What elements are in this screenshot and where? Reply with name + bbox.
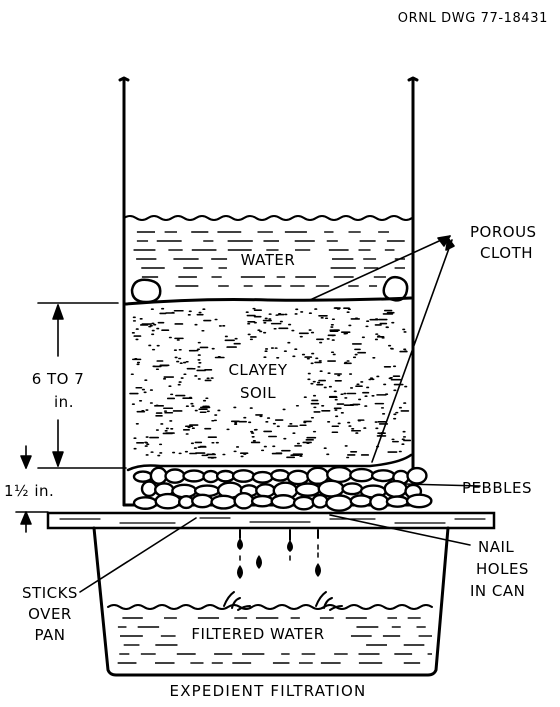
- sticks-label-line2: OVER: [28, 605, 72, 623]
- pebble: [215, 469, 236, 483]
- water-ripples: [133, 231, 405, 287]
- pebble: [250, 494, 274, 508]
- pebble: [311, 493, 329, 509]
- pan: [92, 526, 450, 677]
- soil-depth-dimension: [37, 302, 127, 469]
- porous-cloth-upper: [124, 296, 413, 306]
- pebble: [210, 494, 237, 510]
- pebble: [154, 492, 182, 510]
- soil-depth-label-line2: in.: [54, 393, 74, 411]
- nail-holes-label-line3: IN CAN: [470, 582, 525, 600]
- pebble-depth-dimension: [15, 445, 49, 533]
- pebble: [406, 466, 428, 485]
- pebbles-leader: [404, 483, 481, 487]
- porous-cloth-label-line1: POROUS: [470, 223, 537, 241]
- pebble: [191, 493, 214, 509]
- pebble: [286, 469, 310, 486]
- pebble: [149, 466, 168, 485]
- filtered-water: [107, 604, 433, 664]
- porous-cloth-label-line2: CLOTH: [480, 244, 533, 262]
- pebble-depth-label: 1½ in.: [4, 482, 54, 500]
- pebble: [233, 491, 255, 510]
- pebble: [164, 468, 186, 484]
- pebble: [369, 493, 390, 511]
- drawing-number: ORNL DWG 77-18431: [398, 11, 548, 26]
- pebble: [341, 482, 364, 496]
- pebble: [370, 469, 396, 483]
- pebble: [132, 496, 158, 510]
- water-label: WATER: [241, 251, 296, 269]
- porous-cloth-leader-upper: [309, 235, 451, 301]
- filtered-water-ripples: [117, 617, 432, 664]
- soil-depth-label-line1: 6 TO 7: [32, 370, 85, 388]
- pebble: [405, 493, 433, 509]
- pebble: [317, 479, 345, 498]
- pebble: [132, 470, 154, 483]
- filtered-water-label: FILTERED WATER: [191, 625, 324, 643]
- sticks-label-line1: STICKS: [22, 584, 78, 602]
- nail-holes-leader: [329, 514, 471, 546]
- leader-lines: [79, 235, 481, 593]
- pebble: [231, 469, 256, 483]
- pebble: [270, 494, 297, 509]
- pebbles-label: PEBBLES: [462, 479, 532, 497]
- pebble: [383, 479, 408, 499]
- pebble: [292, 495, 315, 511]
- pebble: [182, 469, 206, 483]
- can: [118, 76, 419, 507]
- nail-holes-label-line1: NAIL: [478, 538, 514, 556]
- pebble: [325, 494, 353, 512]
- sticks-over-pan: [46, 511, 496, 530]
- pebble: [202, 469, 220, 484]
- pebble: [177, 494, 195, 510]
- pebble: [270, 469, 291, 482]
- pebble: [349, 467, 375, 483]
- water-drops: [237, 529, 321, 579]
- pebble-layer: [132, 466, 433, 512]
- nail-holes-label-line2: HOLES: [476, 560, 529, 578]
- porous-cloth-leader-lower: [371, 239, 453, 463]
- pebble: [251, 470, 274, 484]
- porous-cloth-lower: [126, 453, 413, 472]
- soil-label-line1: CLAYEY: [228, 361, 287, 379]
- sticks-label-line3: PAN: [34, 626, 65, 644]
- water-layer: [123, 215, 413, 304]
- sticks-leader: [79, 517, 197, 593]
- pebble: [294, 482, 321, 497]
- cloth-weight-stone-left: [130, 278, 162, 304]
- caption: EXPEDIENT FILTRATION: [170, 682, 367, 700]
- clayey-soil-layer: [129, 307, 412, 459]
- pebble: [349, 494, 373, 508]
- pebble: [140, 480, 158, 498]
- pebble: [255, 483, 276, 498]
- pebble: [385, 495, 410, 508]
- soil-label-line2: SOIL: [240, 384, 276, 402]
